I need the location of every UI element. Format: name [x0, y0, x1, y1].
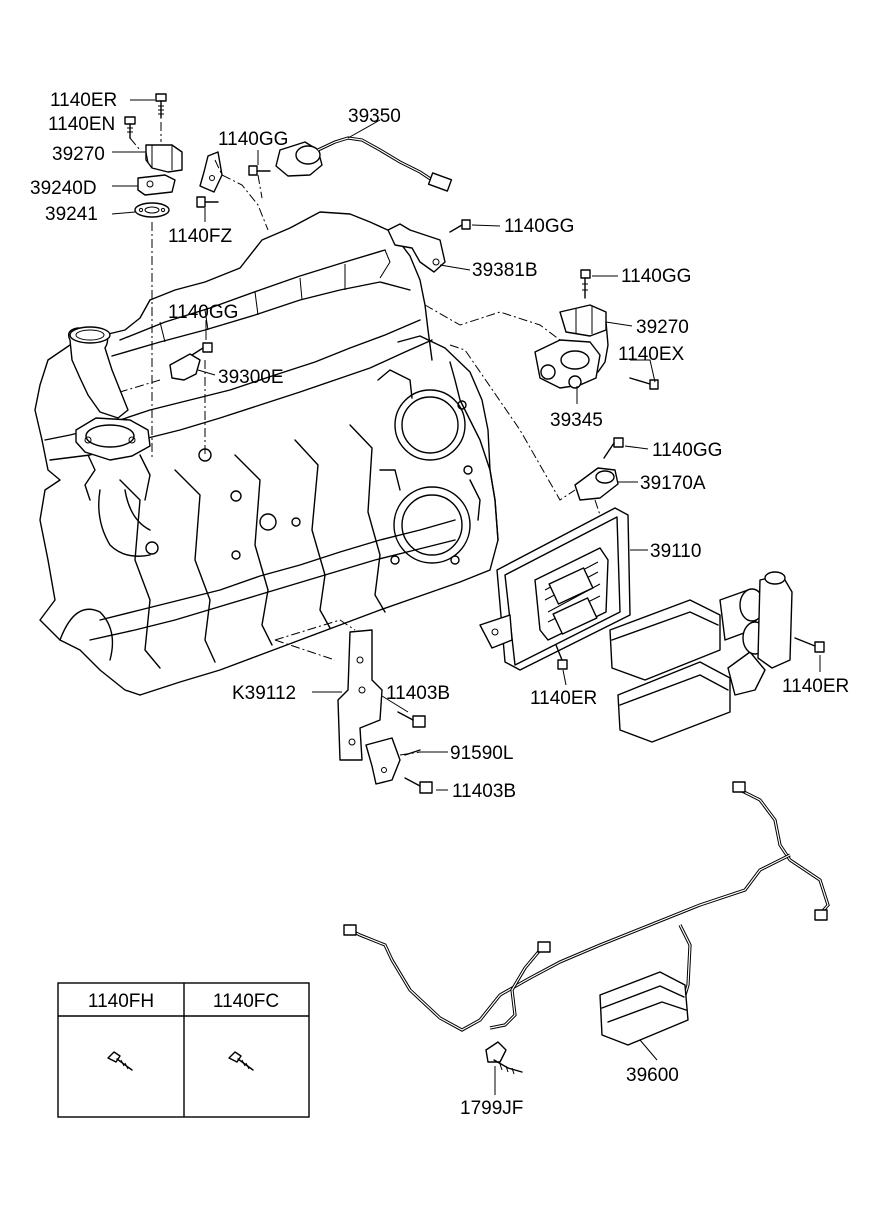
label-11403B-b: 11403B [452, 781, 516, 802]
crank-position-sensor-group [196, 136, 453, 208]
label-1140GG-a: 1140GG [218, 129, 288, 150]
bolt-icon [580, 269, 591, 299]
bolt-icon [794, 637, 825, 653]
label-1140ER-mid: 1140ER [530, 688, 597, 709]
label-1140EX: 1140EX [618, 344, 685, 365]
bolt-icon [107, 1051, 133, 1071]
wiring-harness-icon [343, 781, 830, 1075]
bolt-icon [603, 437, 624, 459]
cam-sensor-left-group [124, 93, 183, 218]
part-labels: 1140ER 1140EN 39270 39240D 39241 1140GG … [30, 90, 849, 1119]
engine-block-icon [34, 211, 499, 696]
ecu-connectors [609, 571, 825, 743]
label-91590L: 91590L [450, 743, 513, 764]
ecu-module-icon [479, 507, 631, 671]
bolt-icon [248, 165, 271, 176]
label-1140GG-d: 1140GG [168, 302, 238, 323]
label-39241: 39241 [45, 204, 98, 225]
cam-sensor-right-group [534, 269, 659, 390]
bolt-icon [228, 1051, 254, 1071]
bolt-icon [629, 377, 659, 390]
label-1140ER-right: 1140ER [782, 676, 849, 697]
leader-lines [111, 99, 821, 1095]
label-1140GG-c: 1140GG [621, 266, 691, 287]
bolt-icon [449, 219, 471, 233]
bolt-icon [155, 93, 167, 119]
bolt-icon [191, 342, 213, 356]
bolt-icon [397, 711, 426, 728]
label-1140FZ: 1140FZ [168, 226, 232, 247]
label-39240D: 39240D [30, 178, 97, 199]
label-39345: 39345 [550, 410, 603, 431]
fastener-table: 1140FH 1140FC [57, 982, 310, 1118]
label-39350: 39350 [348, 106, 401, 127]
table-header-1140FC: 1140FC [213, 991, 279, 1012]
label-39381B: 39381B [472, 260, 538, 281]
bolt-icon [404, 777, 433, 794]
label-1140GG-e: 1140GG [652, 440, 722, 461]
label-39110: 39110 [650, 541, 701, 562]
label-39270-right: 39270 [636, 317, 689, 338]
label-39300E: 39300E [218, 367, 284, 388]
label-39170A: 39170A [640, 473, 706, 494]
label-1140ER-top: 1140ER [50, 90, 117, 111]
table-header-1140FH: 1140FH [88, 991, 154, 1012]
bolt-icon [124, 116, 136, 139]
bolt-icon [555, 644, 568, 670]
label-1799JF: 1799JF [460, 1098, 523, 1119]
label-39270-left: 39270 [52, 144, 105, 165]
label-K39112: K39112 [232, 683, 296, 704]
bracket-39381B [387, 219, 471, 273]
sensor-39170A [574, 437, 624, 501]
label-1140EN: 1140EN [48, 114, 115, 135]
bolt-icon [196, 196, 219, 208]
label-39600: 39600 [626, 1065, 679, 1086]
sensor-39300E [169, 342, 213, 381]
bracket-K39112 [337, 629, 433, 794]
label-1140GG-b: 1140GG [504, 216, 574, 237]
label-11403B-a: 11403B [386, 683, 450, 704]
